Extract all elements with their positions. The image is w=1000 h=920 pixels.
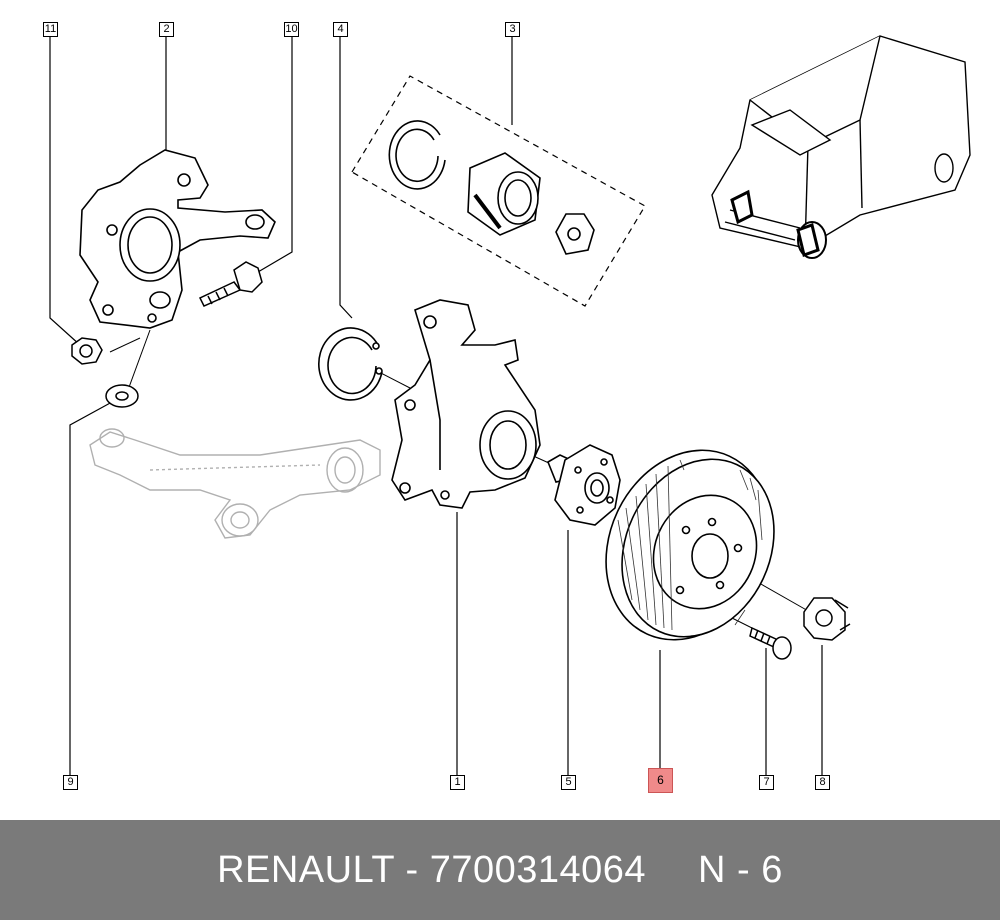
brake-disc-part-6 <box>605 449 775 641</box>
bolt-part-10 <box>198 261 263 307</box>
hub-part-5 <box>547 444 621 526</box>
brand-part-number: RENAULT - 7700314064 <box>217 848 647 891</box>
washer-part-9 <box>105 384 139 408</box>
callout-1: 1 <box>450 775 465 790</box>
knuckle-part-2 <box>79 149 276 329</box>
leader-9 <box>69 401 113 775</box>
part-footer-bar: RENAULT - 7700314064 N - 6 <box>0 820 1000 920</box>
leader-11 <box>49 37 81 346</box>
callout-9: 9 <box>63 775 78 790</box>
bearing-kit-dashed-frame <box>351 75 646 307</box>
callout-4: 4 <box>333 22 348 37</box>
disc-hatching <box>617 459 763 631</box>
bearing-kit-part-3 <box>388 120 595 255</box>
lower-arm-ghost <box>89 428 381 539</box>
hub-nut-part-8 <box>803 597 851 641</box>
callout-3: 3 <box>505 22 520 37</box>
leader-10 <box>257 37 293 273</box>
page-reference: N - 6 <box>698 848 783 891</box>
nut-part-11 <box>71 337 103 365</box>
leader-lines <box>49 37 823 775</box>
callout-11: 11 <box>43 22 58 37</box>
screw-part-7 <box>749 626 792 660</box>
knuckle-part-1 <box>391 299 541 509</box>
circlip-part-4 <box>318 327 383 401</box>
callout-7: 7 <box>759 775 774 790</box>
callout-8: 8 <box>815 775 830 790</box>
exploded-view-diagram <box>49 35 971 775</box>
callout-10: 10 <box>284 22 299 37</box>
callout-6-highlighted: 6 <box>648 768 673 793</box>
callout-2: 2 <box>159 22 174 37</box>
van-illustration <box>711 35 971 259</box>
leader-4 <box>339 37 353 319</box>
callout-5: 5 <box>561 775 576 790</box>
